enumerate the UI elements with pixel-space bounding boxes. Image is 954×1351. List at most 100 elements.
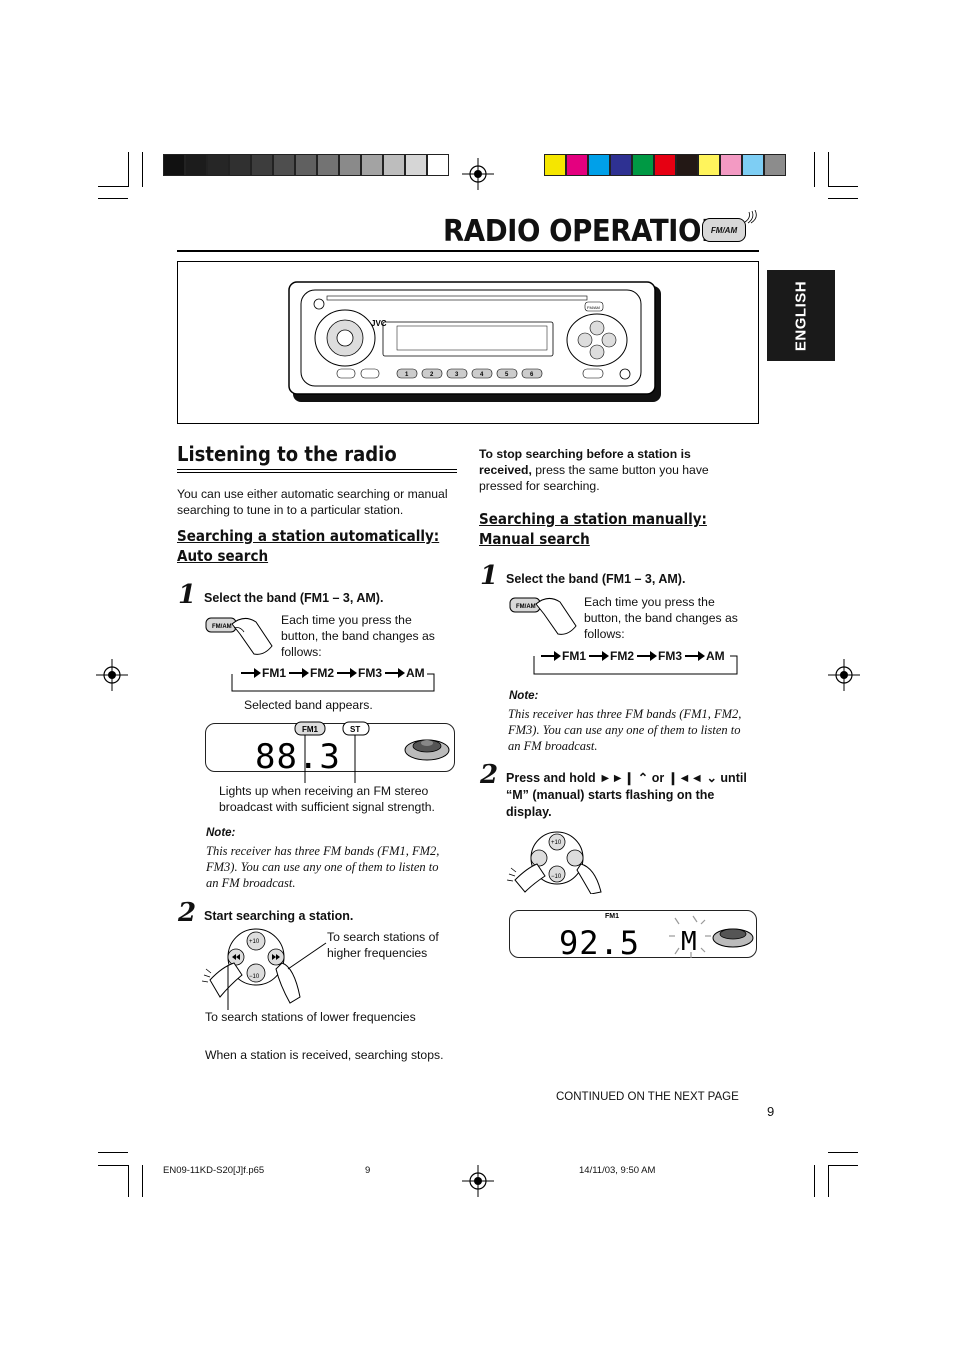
preset-label: 5 [505,372,509,378]
preset-button-3 [446,368,468,379]
color-swatch [427,154,449,176]
lcd-manual-indicator: M [681,927,697,957]
lower-frequency-label: To search stations of lower frequencies [205,1010,416,1024]
manual-seek-buttons-hand-icon: +10 −10 [506,831,602,894]
manual-note-heading: Note: [509,690,539,702]
auto-step1-number: 1 [178,580,197,610]
lcd-frequency: 88.3 [255,737,341,777]
lcd-st-indicator: ST [350,725,360,734]
color-swatch [185,154,207,176]
footer-file: EN09-11KD-S20[J]f.p65 [163,1165,265,1176]
svg-text:FM/AM: FM/AM [516,604,536,610]
brand-label: JVC [371,319,387,328]
grayscale-color-bar [163,154,449,176]
manual-fm-am-button-hand-icon: FM/AM [509,597,577,635]
down-chevron-icon: ⌄ [706,771,717,785]
arrow-icon [541,651,561,661]
next-seek-icon: ►►❙ [599,771,635,785]
selected-band-label: Selected band appears. [244,698,373,712]
color-swatch [764,154,786,176]
preset-label: 2 [430,372,434,378]
band-am: AM [406,666,425,680]
up-chevron-icon: ⌃ [637,771,649,785]
preset-label: 1 [405,372,409,378]
color-swatch [251,154,273,176]
auto-step2-number: 2 [178,898,197,928]
preset-button-2 [421,368,443,379]
manual-step1-number: 1 [480,561,499,591]
process-color-bar [544,154,786,176]
color-swatch [383,154,405,176]
color-swatch [295,154,317,176]
color-swatch [361,154,383,176]
preset-label: 4 [480,372,484,378]
page-title: RADIO OPERATIONS [443,214,744,249]
prev-seek-icon: ❙◄◄ [667,771,703,785]
signal-wave-icon [744,210,757,224]
lcd-frequency: 92.5 [559,924,640,962]
preset-button-1 [396,368,418,379]
st-callout-lines [304,735,356,783]
arrow-icon [685,651,705,661]
color-swatch [207,154,229,176]
auto-search-heading-line1: Searching a station automatically: [177,527,440,545]
color-swatch [339,154,361,176]
footer-timestamp: 14/11/03, 9:50 AM [579,1165,656,1176]
continued-label: CONTINUED ON THE NEXT PAGE [556,1091,739,1103]
color-swatch [720,154,742,176]
arrow-icon [385,668,405,678]
lcd-band-indicator: FM1 [302,725,319,734]
car-receiver-illustration: JVC FM/AM 1 2 3 4 5 6 [288,281,661,402]
manual-search-heading-line2: Manual search [479,530,590,548]
auto-step1-desc: Each time you press the button, the band… [281,613,435,659]
svg-text:+10: +10 [249,939,260,945]
color-swatch [163,154,185,176]
manual-step1-desc: Each time you press the button, the band… [584,595,738,641]
section-rule [177,469,457,470]
registration-mark-bottom [462,1165,494,1197]
registration-mark-left [96,659,128,691]
svg-text:−10: −10 [249,974,260,980]
search-stops-label: When a station is received, searching st… [205,1048,444,1062]
color-swatch [610,154,632,176]
color-swatch [588,154,610,176]
band-fm3: FM3 [358,666,382,680]
language-tab: ENGLISH [767,270,835,361]
preset-button-4 [471,368,493,379]
band-fm3: FM3 [658,649,682,663]
preset-label: 3 [455,372,459,378]
title-rule [177,250,759,252]
color-swatch [632,154,654,176]
page-number: 9 [767,1104,775,1119]
color-swatch [566,154,588,176]
lcd-band-indicator: FM1 [605,913,619,920]
color-swatch [317,154,339,176]
preset-button-6 [521,368,543,379]
manual-step2-number: 2 [480,760,499,790]
color-swatch [698,154,720,176]
auto-lcd-content: FM1 ST 88.3 [255,721,450,777]
manual-search-heading-line1: Searching a station manually: [479,510,707,528]
arrow-icon [589,651,609,661]
fm-am-badge: FM/AM [702,218,746,242]
registration-mark-right [828,659,860,691]
svg-text:FM/AM: FM/AM [587,305,600,310]
manual-step2-text: Press and hold ►►❙ ⌃ or ❙◄◄ ⌄ until “M” … [506,771,747,819]
arrow-icon [289,668,309,678]
color-swatch [654,154,676,176]
auto-band-loop-line [231,673,435,692]
manual-step1-text: Select the band (FM1 – 3, AM). [506,572,686,586]
color-swatch [742,154,764,176]
auto-note-heading: Note: [206,827,236,839]
svg-text:−10: −10 [551,874,562,880]
preset-button-5 [496,368,518,379]
preset-label: 6 [530,372,534,378]
svg-text:FM/AM: FM/AM [212,624,232,630]
auto-search-heading-line2: Auto search [177,547,269,565]
band-fm2: FM2 [310,666,334,680]
arrow-icon [241,668,261,678]
color-swatch [544,154,566,176]
color-swatch [405,154,427,176]
svg-text:+10: +10 [551,840,562,846]
section-rule-2 [177,472,457,473]
